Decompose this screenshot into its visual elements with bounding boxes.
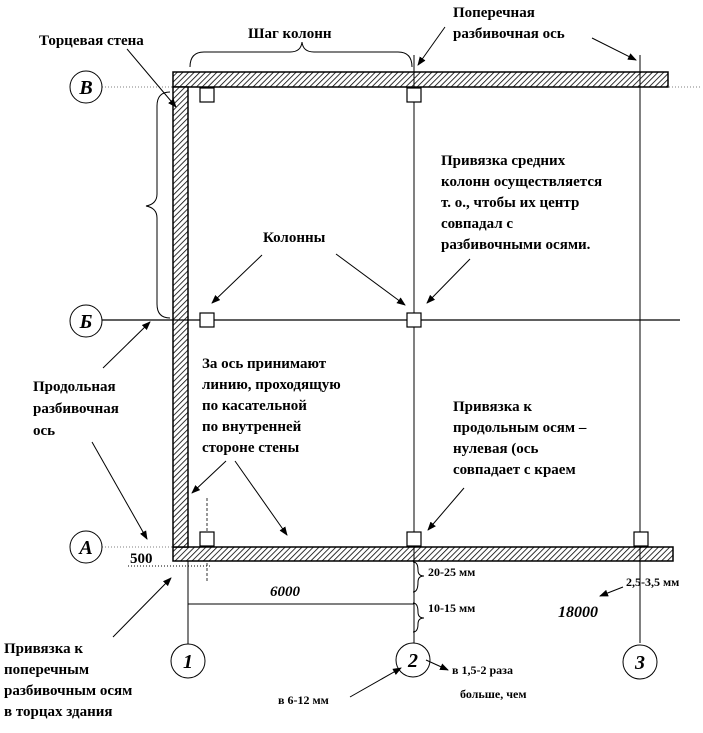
- arrow-longitudinal-axis-top: [102, 321, 151, 369]
- row-marker-b: [69, 304, 103, 338]
- labels: Торцевая стена Шаг колонн Поперечная раз…: [4, 5, 679, 720]
- arrow-middle-columns: [426, 258, 471, 304]
- col-marker-2: [395, 642, 431, 678]
- arrow-end-wall: [126, 48, 177, 108]
- ratio-note-2: больше, чем: [460, 687, 527, 701]
- zero-binding-1: Привязка к: [453, 399, 532, 415]
- arrow-ratio: [425, 659, 449, 671]
- arrow-transverse-binding: [112, 577, 172, 638]
- dim-500-label: 500: [130, 551, 153, 567]
- label-transverse-axis-2: разбивочная ось: [453, 26, 565, 42]
- arrow-transverse-axis-right: [591, 37, 637, 61]
- arrow-axis-taken-right: [234, 460, 288, 536]
- dim-10-15-label: 10-15 мм: [428, 601, 475, 615]
- col-axis-markers: 1 2 3: [170, 642, 658, 680]
- bottom-wall: [172, 546, 674, 562]
- columns: [199, 87, 649, 547]
- column-b-1: [199, 312, 215, 328]
- axis-taken-3: по касательной: [202, 398, 307, 414]
- label-columns: Колонны: [263, 230, 326, 246]
- middle-note-4: совпадал с: [441, 216, 513, 232]
- col-marker-1: [170, 643, 206, 679]
- transverse-binding-3: разбивочным осям: [4, 683, 132, 699]
- axis-taken-1: За ось принимают: [202, 356, 327, 372]
- span-bracket: [145, 91, 171, 319]
- zero-binding-3: нулевая (ось: [453, 441, 538, 457]
- zero-binding-2: продольным осям –: [453, 420, 587, 436]
- row-label-a: А: [77, 537, 92, 559]
- dim-6000-label: 6000: [270, 584, 301, 600]
- col-label-3: 3: [634, 652, 645, 674]
- longitudinal-2: разбивочная: [33, 401, 119, 417]
- column-a-3: [633, 531, 649, 547]
- row-marker-v: [69, 70, 103, 104]
- axis-taken-5: стороне стены: [202, 440, 300, 456]
- longitudinal-1: Продольная: [33, 379, 116, 395]
- row-axis-markers: В Б А: [69, 70, 103, 564]
- zero-binding-4: совпадает с краем: [453, 462, 576, 478]
- column-a-1: [199, 531, 215, 547]
- column-b-2: [406, 312, 422, 328]
- end-wall: [172, 86, 189, 548]
- dim-18000-label: 18000: [558, 604, 598, 621]
- arrow-6-12: [349, 667, 402, 698]
- arrow-zero-binding: [427, 487, 465, 531]
- arrows: [91, 26, 637, 698]
- dim-20-25-label: 20-25 мм: [428, 565, 475, 579]
- dim-6-12-label: в 6-12 мм: [278, 693, 329, 707]
- row-marker-a: [69, 530, 103, 564]
- brackets: [145, 41, 425, 633]
- dimensions: [128, 565, 414, 605]
- ratio-note-1: в 1,5-2 раза: [452, 663, 513, 677]
- arrow-columns-right: [335, 253, 406, 306]
- column-a-2: [406, 531, 422, 547]
- middle-note-3: т. о., чтобы их центр: [441, 195, 579, 211]
- top-wall: [172, 71, 669, 88]
- middle-note-5: разбивочными осями.: [441, 237, 591, 253]
- transverse-binding-4: в торцах здания: [4, 704, 113, 720]
- longitudinal-3: ось: [33, 423, 55, 439]
- label-end-wall: Торцевая стена: [39, 33, 144, 49]
- col-label-2: 2: [407, 650, 418, 672]
- arrow-longitudinal-axis-bottom: [91, 441, 148, 540]
- transverse-binding-1: Привязка к: [4, 641, 83, 657]
- axis-taken-2: линию, проходящую: [202, 377, 341, 393]
- arrow-columns-left: [211, 254, 263, 304]
- gap-bracket-10-15: [412, 602, 425, 633]
- dim-2-5-3-5-label: 2,5-3,5 мм: [626, 575, 679, 589]
- column-v-1: [199, 87, 215, 103]
- label-transverse-axis-1: Поперечная: [453, 5, 535, 21]
- arrow-transverse-axis-left: [417, 26, 446, 66]
- column-v-2: [406, 87, 422, 103]
- row-label-v: В: [78, 77, 92, 99]
- middle-note-1: Привязка средних: [441, 153, 566, 169]
- middle-note-2: колонн осуществляется: [441, 174, 602, 190]
- gap-bracket-20-25: [412, 561, 425, 593]
- axis-taken-4: по внутренней: [202, 419, 302, 435]
- arrow-axis-taken-left: [191, 460, 227, 494]
- transverse-binding-2: поперечным: [4, 662, 89, 678]
- label-column-step: Шаг колонн: [248, 26, 332, 42]
- row-label-b: Б: [79, 311, 93, 333]
- arrow-2-5-3-5: [599, 586, 624, 597]
- col-marker-3: [622, 644, 658, 680]
- walls: [172, 71, 674, 562]
- col-label-1: 1: [183, 651, 193, 673]
- column-step-bracket: [189, 41, 413, 68]
